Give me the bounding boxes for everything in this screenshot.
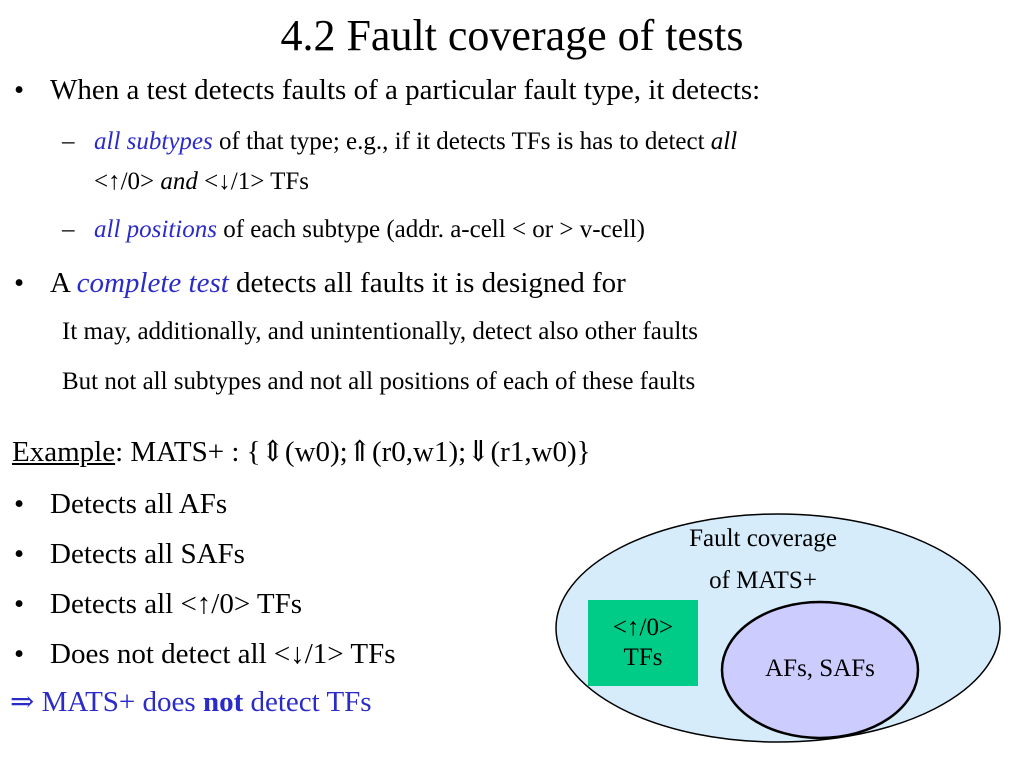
sub1-all: all bbox=[710, 128, 738, 155]
example-line: Example: MATS+ : {⇕(w0);⇑(r0,w1);⇓(r1,w0… bbox=[12, 434, 591, 470]
bullet2-post: detects all faults it is designed for bbox=[228, 267, 626, 299]
bullet2-text: A complete test detects all faults it is… bbox=[50, 265, 626, 301]
sub1-text: of that type; e.g., if it detects TFs is… bbox=[212, 128, 711, 155]
bullet-marker: • bbox=[14, 488, 25, 520]
bullet-marker: • bbox=[14, 74, 25, 106]
implies-arrow: ⇒ bbox=[10, 686, 35, 718]
sub2-text: of each subtype (addr. a-cell < or > v-c… bbox=[216, 216, 645, 243]
conclusion-not: not bbox=[202, 686, 244, 718]
example-text: : MATS+ : {⇕(w0);⇑(r0,w1);⇓(r1,w0)} bbox=[115, 436, 591, 468]
bullet-marker: • bbox=[14, 638, 25, 670]
sub1-line1: all subtypes of that type; e.g., if it d… bbox=[94, 126, 737, 158]
conclusion-line: ⇒ MATS+ does not detect TFs bbox=[10, 684, 372, 720]
inner-afs-safs-ellipse bbox=[720, 600, 920, 740]
sub1-tf-up: <↑/0> bbox=[94, 168, 161, 195]
bullet2-emphasis: complete test bbox=[76, 267, 229, 299]
bullet-marker: • bbox=[14, 588, 25, 620]
outer-label-line2: of MATS+ bbox=[709, 567, 817, 594]
bullet2-pre: A bbox=[50, 267, 77, 299]
conclusion-post: detect TFs bbox=[243, 686, 372, 718]
tf-box-line2: TFs bbox=[623, 644, 663, 671]
dash-marker: – bbox=[62, 216, 75, 243]
sub2-emphasis: all positions bbox=[94, 216, 217, 243]
example-label: Example bbox=[12, 436, 116, 468]
bullet2-line2: But not all subtypes and not all positio… bbox=[62, 368, 696, 395]
detects-item: Detects all SAFs bbox=[50, 538, 245, 570]
bullet1-text: When a test detects faults of a particul… bbox=[50, 74, 761, 106]
detects-item: Does not detect all <↓/1> TFs bbox=[50, 638, 396, 670]
sub2-line: all positions of each subtype (addr. a-c… bbox=[94, 214, 645, 246]
sub1-tf-down: <↓/1> TFs bbox=[197, 168, 310, 195]
bullet-marker: • bbox=[14, 267, 25, 299]
sub1-and: and bbox=[160, 168, 198, 195]
conclusion-pre: MATS+ does bbox=[34, 686, 203, 718]
detects-item: Detects all AFs bbox=[50, 488, 228, 520]
detects-item: Detects all <↑/0> TFs bbox=[50, 588, 303, 620]
sub1-emphasis: all subtypes bbox=[94, 128, 213, 155]
tf-box-line1: <↑/0> bbox=[612, 614, 674, 641]
slide-title: 4.2 Fault coverage of tests bbox=[280, 11, 744, 60]
sub1-line2: <↑/0> and <↓/1> TFs bbox=[94, 166, 309, 198]
tf-up-box: <↑/0> TFs bbox=[588, 600, 698, 686]
bullet2-line1: It may, additionally, and unintentionall… bbox=[62, 318, 698, 345]
bullet-marker: • bbox=[14, 538, 25, 570]
inner-label: AFs, SAFs bbox=[765, 655, 875, 682]
outer-label-line1: Fault coverage bbox=[689, 525, 837, 552]
dash-marker: – bbox=[62, 128, 75, 155]
